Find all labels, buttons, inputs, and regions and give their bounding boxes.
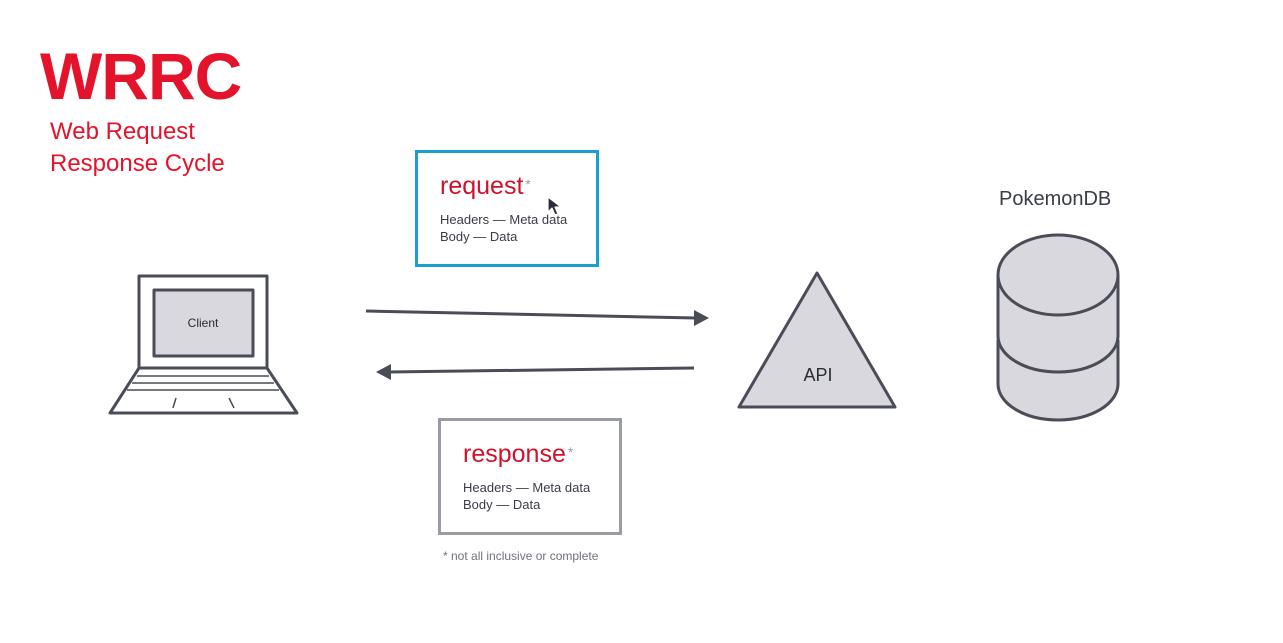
response-title: response* — [463, 439, 573, 469]
footnote: * not all inclusive or complete — [443, 549, 599, 563]
response-title-text: response — [463, 440, 566, 468]
api-label: API — [803, 365, 832, 385]
api-triangle-icon — [737, 271, 897, 409]
client-label: Client — [188, 316, 219, 330]
response-body-line: Body — Data — [463, 497, 541, 512]
response-details: Headers — Meta data Body — Data — [463, 479, 590, 513]
request-title-text: request — [440, 172, 524, 200]
request-title: request* — [440, 171, 531, 201]
response-arrow — [376, 364, 695, 380]
response-box: response* Headers — Meta data Body — Dat… — [438, 418, 622, 535]
request-headers-line: Headers — Meta data — [440, 212, 568, 227]
laptop-icon — [108, 274, 299, 415]
request-asterisk: * — [525, 176, 531, 192]
response-headers-line: Headers — Meta data — [463, 480, 591, 495]
request-details: Headers — Meta data Body — Data — [440, 211, 567, 245]
request-body-line: Body — Data — [440, 229, 518, 244]
request-arrow — [365, 309, 709, 326]
database-label: PokemonDB — [999, 188, 1112, 210]
page-title: WRRC — [40, 39, 242, 113]
cursor-icon — [547, 196, 562, 216]
subtitle-line-1: Web Request — [50, 118, 195, 145]
subtitle-line-2: Response Cycle — [50, 150, 225, 177]
request-box: request* Headers — Meta data Body — Data — [415, 150, 599, 267]
page-subtitle: Web Request Response Cycle — [50, 116, 225, 180]
laptop-screen — [152, 288, 255, 358]
response-asterisk: * — [567, 444, 574, 460]
database-icon — [996, 233, 1120, 422]
